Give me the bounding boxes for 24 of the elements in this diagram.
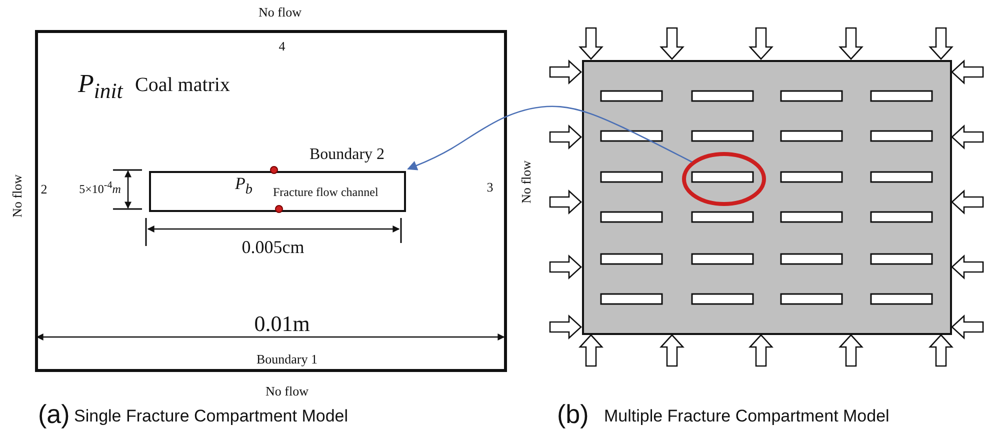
panel-title: Single Fracture Compartment Model: [74, 408, 348, 424]
region-label: Coal matrix: [135, 75, 230, 95]
pressure-symbol: P$_{b}$: [235, 175, 252, 197]
pressure-symbol: P$_{init}$: [78, 71, 123, 103]
boundary-condition: No flow: [266, 384, 308, 398]
region-label: Fracture flow channel: [273, 186, 378, 198]
dimension-label: 0.01m: [254, 313, 310, 335]
dimension-label: 0.005cm: [242, 238, 304, 256]
panel-label: (b): [557, 401, 589, 427]
boundary-condition: No flow: [258, 6, 302, 18]
boundary-number: 2: [40, 182, 48, 196]
panel-label: (a): [38, 401, 70, 427]
connector-arrow: [407, 106, 692, 170]
boundary-label: Boundary 1: [256, 352, 318, 366]
highlight-ellipse: [682, 152, 766, 206]
domain-box: [35, 30, 507, 372]
boundary-condition: No flow: [520, 160, 532, 204]
dimension-label: 5×10$^{-4}$m: [79, 181, 121, 195]
panel-title: Multiple Fracture Compartment Model: [604, 408, 890, 424]
matrix-block: [582, 60, 952, 335]
boundary-number: 3: [486, 180, 494, 194]
fracture-channel-box: [149, 171, 406, 212]
boundary-condition: No flow: [10, 174, 24, 218]
boundary-number: 4: [278, 40, 286, 52]
